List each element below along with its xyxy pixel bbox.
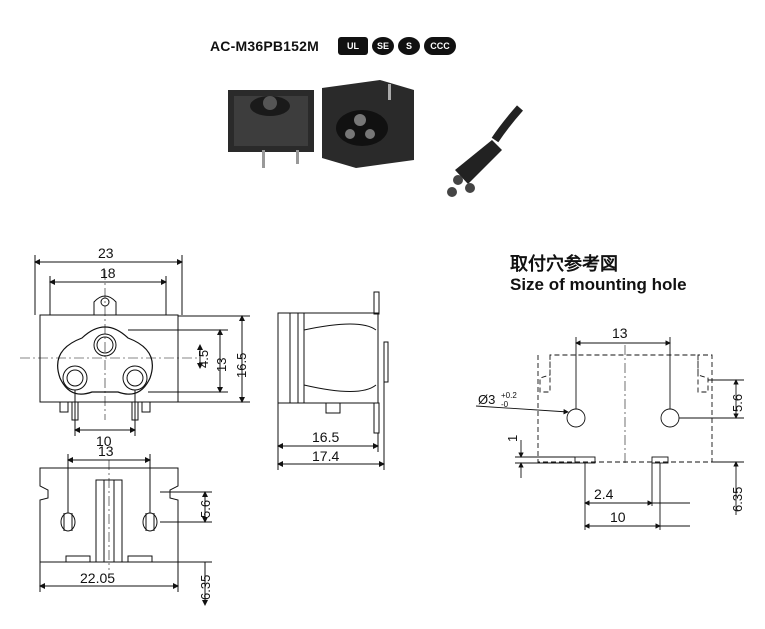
- dim-hole-10: 10: [610, 509, 626, 525]
- dim-bottom-6-35: 6.35: [198, 575, 213, 600]
- dim-hole-5-6: 5.6: [730, 394, 745, 412]
- dim-hole-diameter: Ø3: [478, 392, 495, 407]
- mounting-hole-title-en: Size of mounting hole: [510, 275, 687, 294]
- certification-logos: UL SE S CCC: [338, 36, 456, 56]
- s-mark-icon: S: [398, 37, 420, 55]
- dim-front-23: 23: [98, 245, 114, 261]
- side-view: [277, 291, 389, 470]
- dim-front-4-5: 4.5: [196, 350, 211, 368]
- bottom-view: [39, 454, 212, 606]
- dim-hole-tol-minus: -0: [501, 400, 509, 409]
- dim-bottom-22-05: 22.05: [80, 570, 115, 586]
- dim-side-16-5: 16.5: [312, 429, 339, 445]
- mounting-hole-title-cn: 取付穴参考図: [510, 254, 618, 275]
- ul-mark-icon: UL: [338, 37, 368, 55]
- power-cord-plug-photo: [447, 105, 523, 197]
- dim-hole-tol-plus: +0.2: [501, 391, 517, 400]
- model-number: AC-M36PB152M: [210, 38, 319, 54]
- dim-front-10: 10: [96, 433, 112, 449]
- dim-front-16-5: 16.5: [234, 353, 249, 378]
- dim-hole-1: 1: [505, 435, 520, 442]
- front-view: [20, 255, 250, 436]
- product-photo-front: [228, 90, 314, 168]
- dim-bottom-5-6: 5.6: [198, 500, 213, 518]
- dim-bottom-13: 13: [98, 443, 114, 459]
- dim-hole-6-35: 6.35: [730, 487, 745, 512]
- dim-side-17-4: 17.4: [312, 448, 339, 464]
- ccc-mark-icon: CCC: [424, 37, 456, 55]
- dim-front-18: 18: [100, 265, 116, 281]
- dim-hole-13: 13: [612, 325, 628, 341]
- se-mark-icon: SE: [372, 37, 394, 55]
- dim-front-13: 13: [214, 358, 229, 372]
- dim-hole-2-4: 2.4: [594, 486, 614, 502]
- mounting-hole-view: [475, 337, 744, 530]
- product-photo-angle: [322, 80, 414, 168]
